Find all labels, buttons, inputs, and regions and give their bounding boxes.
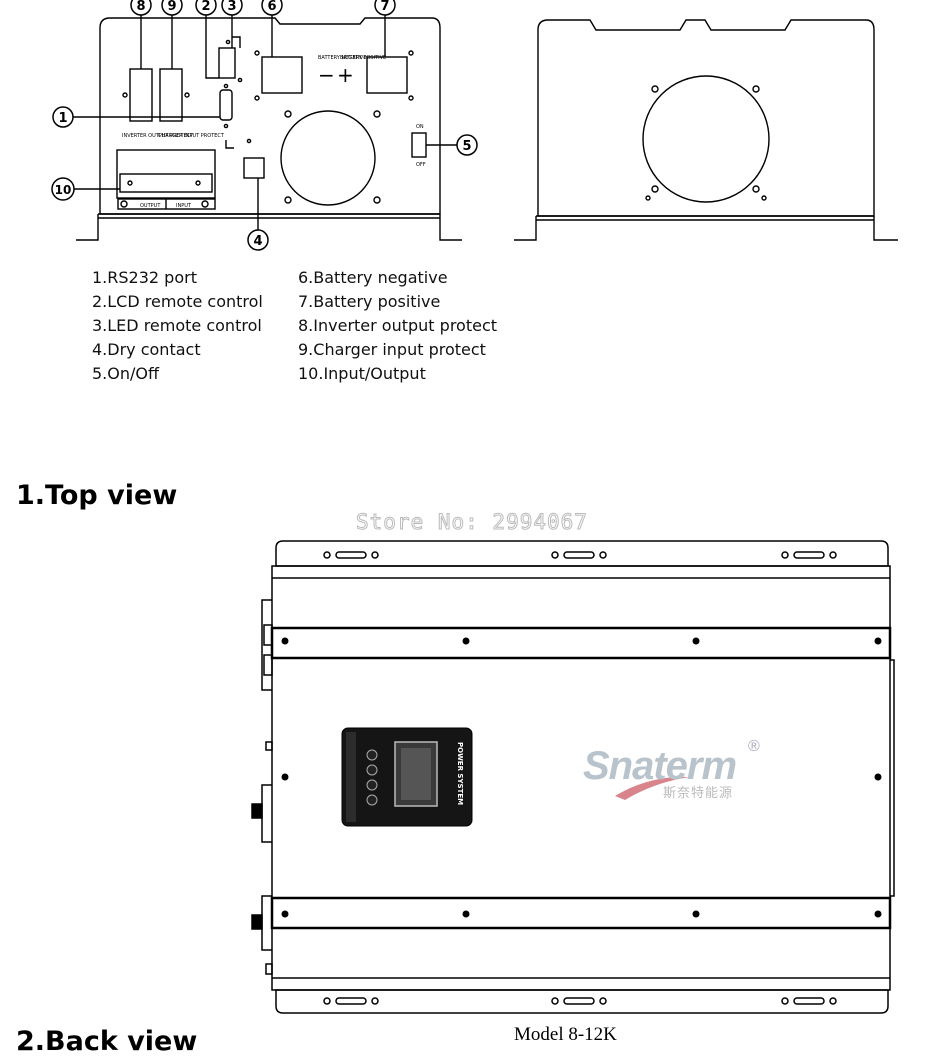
legend-item: 2.LCD remote control xyxy=(92,292,263,311)
front-fan xyxy=(280,110,376,206)
mounting-slots xyxy=(323,551,837,1005)
registered-mark: ® xyxy=(748,738,760,755)
legend-item: 4.Dry contact xyxy=(92,340,201,359)
plus-sign: + xyxy=(337,63,354,87)
callout-5: 5 xyxy=(456,134,478,156)
front-panel-outline xyxy=(99,17,441,215)
legend-item: 3.LED remote control xyxy=(92,316,262,335)
dry-contact-port xyxy=(243,157,265,179)
legend-item: 1.RS232 port xyxy=(92,268,197,287)
charger-input-breaker xyxy=(159,68,183,122)
callout-3: 3 xyxy=(221,0,243,16)
label-battery-negative: BATTERY NEGATIVE xyxy=(318,55,366,61)
lcd-button xyxy=(366,764,378,776)
label-battery-positive: BATTERY POSITIVE xyxy=(340,55,386,61)
callout-1: 1 xyxy=(52,106,74,128)
callout-6: 6 xyxy=(261,0,283,16)
svg-text:9: 9 xyxy=(167,0,176,14)
svg-text:10: 10 xyxy=(55,183,72,197)
legend-item: 7.Battery positive xyxy=(298,292,441,311)
svg-text:2: 2 xyxy=(201,0,210,14)
legend-item: 10.Input/Output xyxy=(298,364,426,383)
top-view-main-panel xyxy=(271,657,891,899)
top-view-title: 1.Top view xyxy=(16,480,178,511)
label-on: ON xyxy=(416,124,424,130)
callout-7: 7 xyxy=(374,0,396,16)
label-off: OFF xyxy=(416,162,426,168)
label-output: OUTPUT xyxy=(140,203,161,209)
battery-positive-terminal xyxy=(366,56,408,94)
back-fan xyxy=(642,75,770,203)
callout-9: 9 xyxy=(161,0,183,16)
lcd-button xyxy=(366,794,378,806)
legend-item: 5.On/Off xyxy=(92,364,160,383)
store-watermark: Store No: 2994067 xyxy=(356,510,588,535)
lcd-button xyxy=(366,779,378,791)
legend-item: 9.Charger input protect xyxy=(298,340,486,359)
svg-text:7: 7 xyxy=(380,0,389,14)
battery-negative-terminal xyxy=(261,56,303,94)
panel-drawings: INVERTER OUTPUT PROTECT CHARGER INPUT PR… xyxy=(51,0,898,251)
front-base-bracket xyxy=(76,213,462,241)
device-label: POWER SYSTEM xyxy=(456,742,464,805)
svg-text:8: 8 xyxy=(136,0,145,14)
on-off-switch xyxy=(411,132,427,158)
io-terminal-block xyxy=(116,149,216,199)
inverter-output-breaker xyxy=(129,68,153,122)
callout-10: 10 xyxy=(51,177,75,201)
lcd-button xyxy=(366,749,378,761)
rs232-port xyxy=(219,89,233,121)
brand-subtitle: 斯奈特能源 xyxy=(663,785,734,800)
model-caption: Model 8-12K xyxy=(514,1024,617,1045)
lcd-remote-port xyxy=(218,47,236,79)
svg-text:6: 6 xyxy=(267,0,276,14)
back-panel-outline xyxy=(537,19,875,217)
callout-2: 2 xyxy=(195,0,217,16)
label-inverter-output-protect: INVERTER OUTPUT PROTECT xyxy=(122,133,194,139)
minus-sign: − xyxy=(318,63,335,87)
legend-item: 6.Battery negative xyxy=(298,268,448,287)
svg-text:4: 4 xyxy=(253,234,262,249)
legend-item: 8.Inverter output protect xyxy=(298,316,498,335)
callout-4: 4 xyxy=(247,229,269,251)
label-charger-input-protect: CHARGER INPUT PROTECT xyxy=(158,133,225,139)
svg-text:1: 1 xyxy=(58,111,67,126)
brand-logo-text: Snaterm xyxy=(583,744,737,788)
legend-column-1: 1.RS232 port 2.LCD remote control 3.LED … xyxy=(92,266,263,386)
svg-text:3: 3 xyxy=(227,0,236,14)
callout-8: 8 xyxy=(130,0,152,16)
legend-column-2: 6.Battery negative 7.Battery positive 8.… xyxy=(298,266,497,386)
label-input: INPUT xyxy=(176,203,192,209)
svg-text:5: 5 xyxy=(462,139,471,154)
back-base-bracket xyxy=(514,215,898,241)
lcd-remote-display: POWER SYSTEM xyxy=(341,727,473,827)
